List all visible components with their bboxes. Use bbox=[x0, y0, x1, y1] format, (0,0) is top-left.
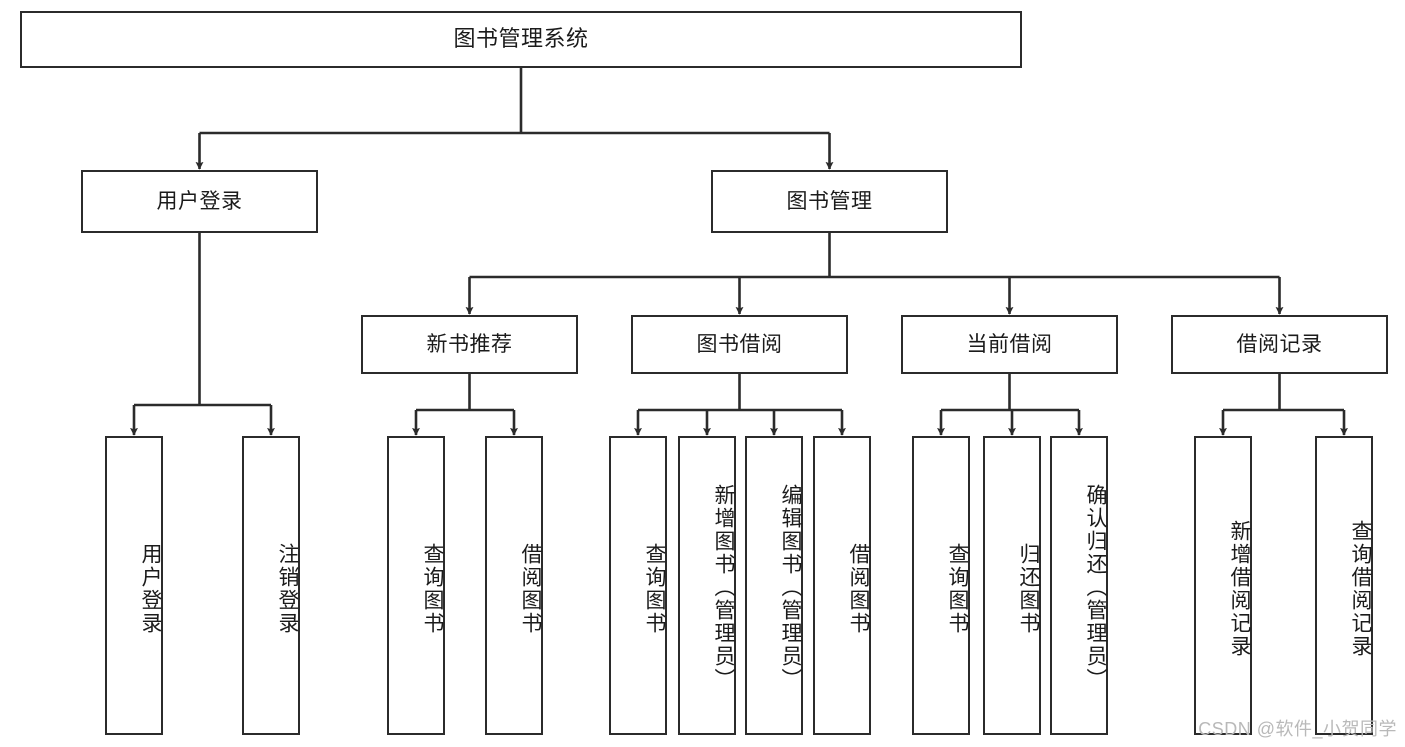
node-current-borrow[interactable]: 当前借阅 bbox=[901, 315, 1118, 374]
node-borrow-record[interactable]: 借阅记录 bbox=[1171, 315, 1388, 374]
leaf-query-book[interactable]: 查询图书 bbox=[609, 436, 667, 735]
leaf-add-book-admin[interactable]: 新增图书（管理员） bbox=[678, 436, 736, 735]
node-book-management[interactable]: 图书管理 bbox=[711, 170, 948, 233]
node-root-label: 图书管理系统 bbox=[453, 26, 589, 52]
node-current-borrow-label: 当前借阅 bbox=[966, 332, 1053, 356]
node-book-management-label: 图书管理 bbox=[786, 189, 873, 213]
leaf-user-login[interactable]: 用户登录 bbox=[105, 436, 163, 735]
leaf-query-book-current[interactable]: 查询图书 bbox=[912, 436, 970, 735]
leaf-borrow-book-recommend[interactable]: 借阅图书 bbox=[485, 436, 543, 735]
node-root[interactable]: 图书管理系统 bbox=[20, 11, 1022, 68]
node-user-login-label: 用户登录 bbox=[156, 189, 243, 213]
leaf-query-borrow-record[interactable]: 查询借阅记录 bbox=[1315, 436, 1373, 735]
node-user-login[interactable]: 用户登录 bbox=[81, 170, 318, 233]
csdn-watermark: CSDN @软件_小贺同学 bbox=[1198, 719, 1397, 739]
leaf-return-book[interactable]: 归还图书 bbox=[983, 436, 1041, 735]
node-borrow-record-label: 借阅记录 bbox=[1236, 332, 1323, 356]
leaf-user-logout[interactable]: 注销登录 bbox=[242, 436, 300, 735]
leaf-query-book-recommend[interactable]: 查询图书 bbox=[387, 436, 445, 735]
node-new-book-recommend[interactable]: 新书推荐 bbox=[361, 315, 578, 374]
node-book-borrow-label: 图书借阅 bbox=[696, 332, 783, 356]
leaf-confirm-return-admin[interactable]: 确认归还（管理员） bbox=[1050, 436, 1108, 735]
node-new-book-recommend-label: 新书推荐 bbox=[426, 332, 513, 356]
leaf-edit-book-admin[interactable]: 编辑图书（管理员） bbox=[745, 436, 803, 735]
leaf-add-borrow-record[interactable]: 新增借阅记录 bbox=[1194, 436, 1252, 735]
leaf-borrow-book[interactable]: 借阅图书 bbox=[813, 436, 871, 735]
node-book-borrow[interactable]: 图书借阅 bbox=[631, 315, 848, 374]
